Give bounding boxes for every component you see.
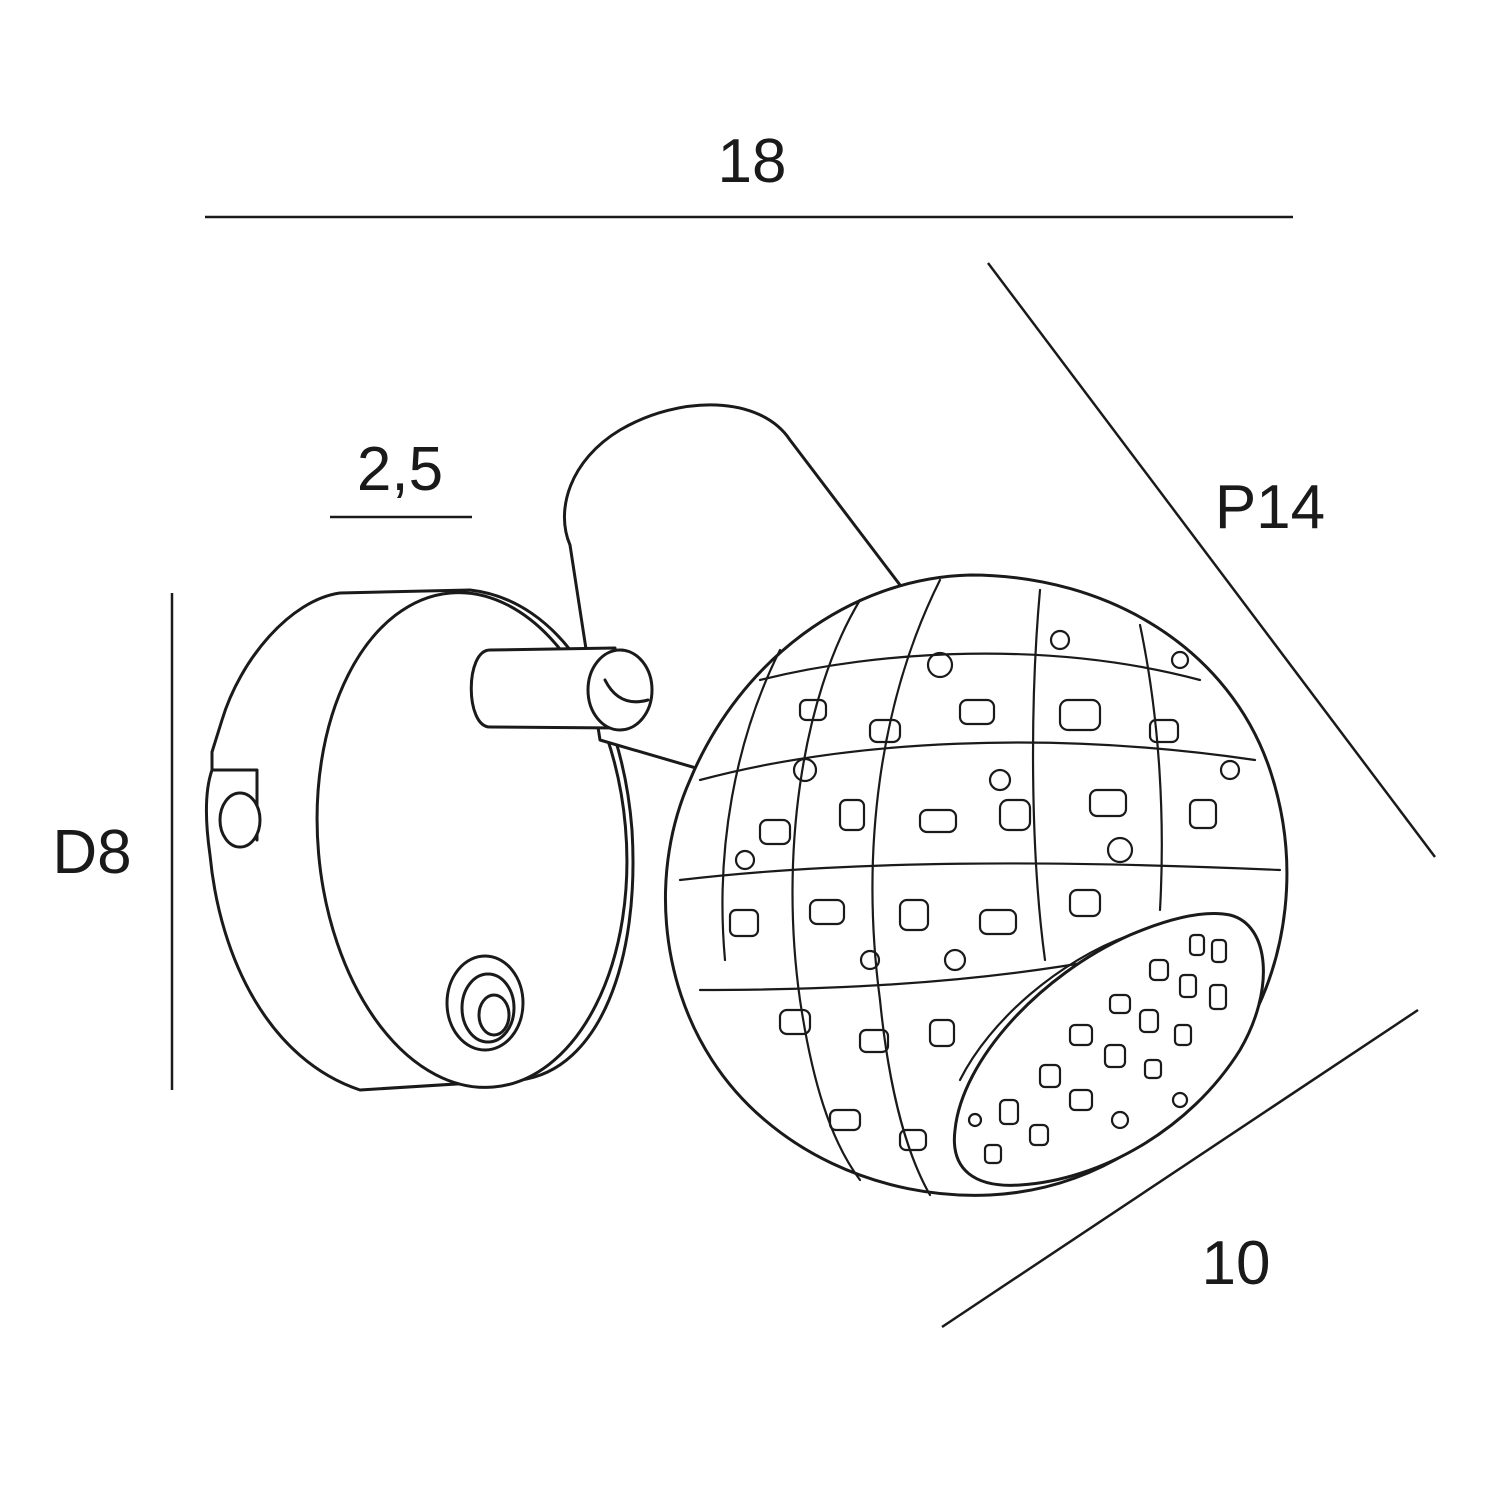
shade-seam-1 [871, 578, 942, 1197]
joint-cap-detail [603, 678, 650, 704]
textured-shade [664, 573, 1289, 1197]
switch-button-knob [477, 993, 511, 1037]
shade-texture-cells [728, 629, 1241, 1152]
shade-seam-4 [1138, 623, 1163, 912]
projection-dimension-line [987, 262, 1436, 858]
arm-joint [469, 646, 654, 732]
width-dimension-label: 18 [718, 127, 787, 196]
projection-dimension-label: P14 [1215, 473, 1325, 542]
shade-height-dimension-label: 10 [1202, 1229, 1271, 1298]
joint-stub [469, 646, 620, 730]
width-dimension: 18 [205, 127, 1293, 219]
base-depth-dimension: 2,5 [330, 435, 472, 519]
shade-height-dimension-line [941, 1008, 1419, 1329]
shade-seam-3 [1031, 588, 1047, 962]
base-diameter-dimension: D8 [52, 593, 174, 1090]
base-depth-dimension-label: 2,5 [357, 435, 443, 504]
shade-height-dimension: 10 [941, 1008, 1419, 1329]
projection-dimension: P14 [987, 262, 1436, 858]
shade-opening-cells [967, 933, 1228, 1165]
shade-seam-5 [721, 648, 782, 962]
shade-opening-rim [958, 933, 1132, 1082]
switch-button [445, 954, 525, 1052]
shade-latitude-3 [698, 958, 1102, 992]
shade-latitude-2 [678, 862, 1282, 882]
base-diameter-dimension-label: D8 [52, 818, 131, 887]
wall-base-screw-slot [218, 791, 262, 849]
shade-latitude-1 [698, 741, 1257, 782]
shade-latitude-4 [758, 652, 1202, 682]
